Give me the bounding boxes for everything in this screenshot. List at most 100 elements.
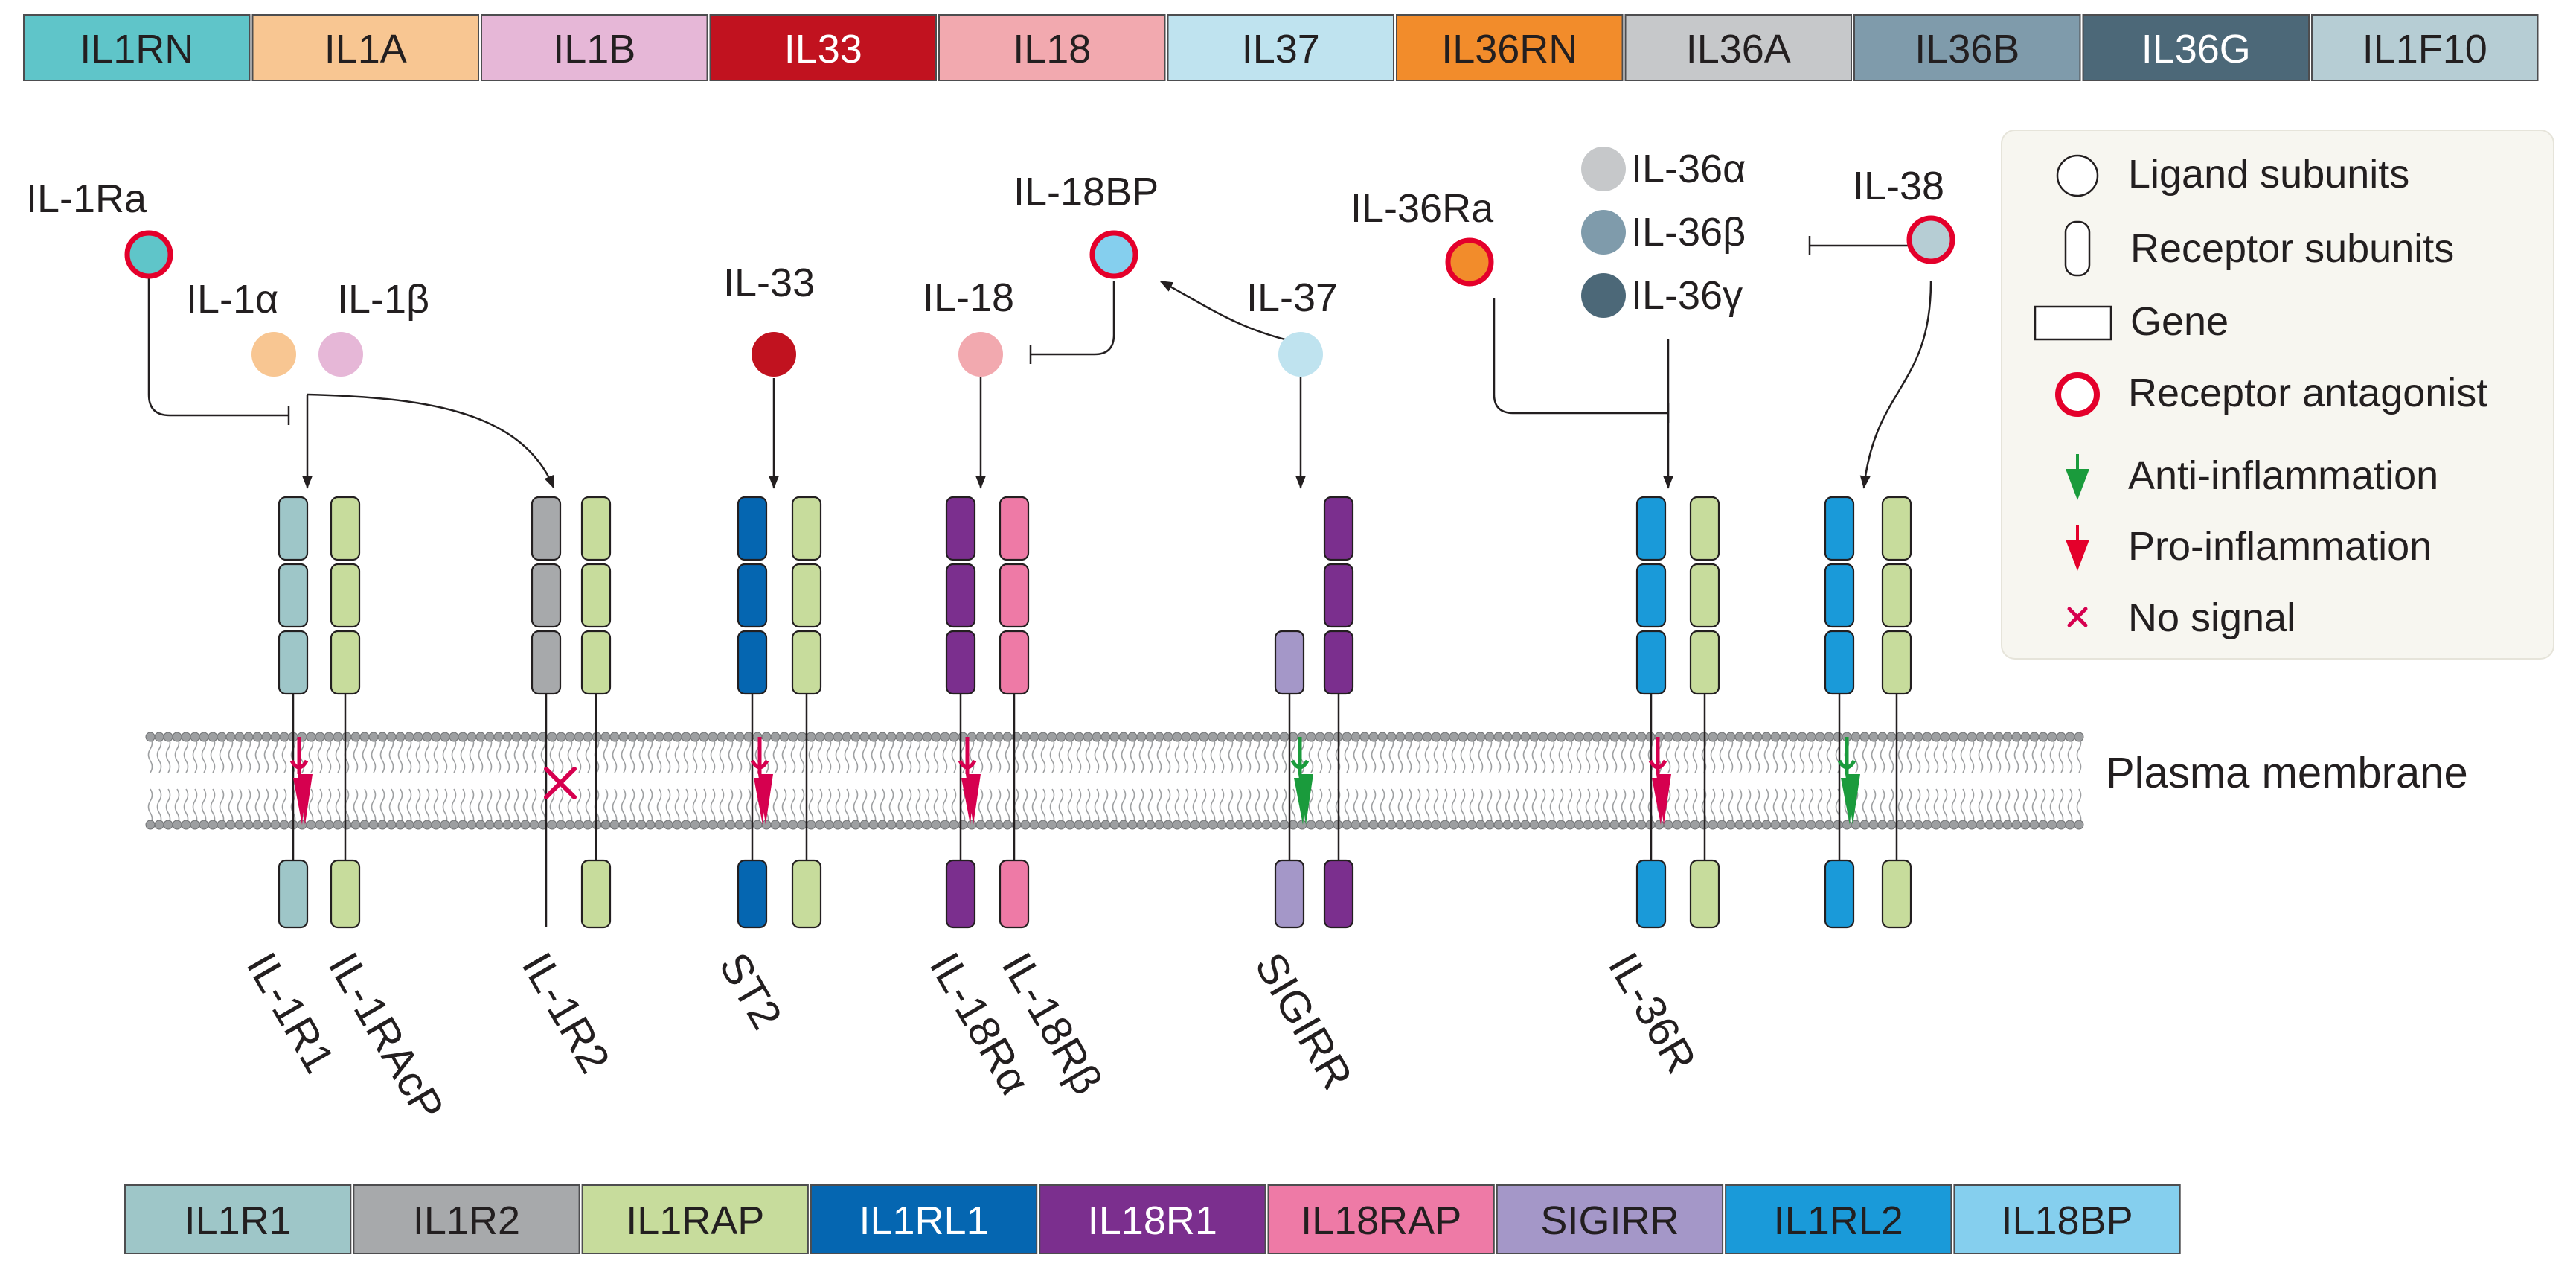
il33-ligand [752, 332, 796, 377]
sigirr-label: SIGIRR [1246, 945, 1362, 1098]
receptor-il1racp-b [580, 496, 612, 929]
sigirr-anti-arrow [1290, 737, 1313, 825]
membrane-signal-arrows [289, 737, 1860, 825]
legend-box [2001, 130, 2554, 660]
gene-label: IL36G [2141, 27, 2251, 71]
il1racp-label: IL-1RAcP [319, 945, 453, 1128]
il38-ligand [1906, 215, 1955, 264]
gene-box-il33: IL33 [709, 14, 937, 81]
gene-label: IL18R1 [1088, 1198, 1217, 1243]
gene-box-il1a: IL1A [251, 14, 479, 81]
gene-label: IL1R2 [413, 1198, 520, 1243]
gene-box-sigirr: SIGIRR [1496, 1184, 1724, 1254]
il1ra-ligand [124, 230, 173, 279]
gene-label: IL1B [553, 27, 635, 71]
il36g-label: IL-36γ [1631, 273, 1743, 318]
receptor-stalks [292, 694, 1898, 927]
legend-ligand-label: Ligand subunits [2128, 152, 2409, 197]
gene-box-il36rn: IL36RN [1396, 14, 1624, 81]
gene-label: IL1RL1 [859, 1198, 988, 1243]
gene-box-il18bp: IL18BP [1953, 1184, 2181, 1254]
il36r-pro-arrow [1648, 737, 1671, 825]
legend: Ligand subunits Receptor subunits Gene R… [2001, 130, 2554, 660]
gene-label: IL33 [784, 27, 862, 71]
gene-box-il1r1: IL1R1 [124, 1184, 352, 1254]
receptor-il18ra [945, 496, 976, 929]
gene-label: IL1RAP [626, 1198, 764, 1243]
gene-box-il1rl2: IL1RL2 [1725, 1184, 1952, 1254]
il36b-ligand [1581, 210, 1626, 255]
gene-box-il18: IL18 [938, 14, 1166, 81]
il18bp-ligand [1089, 230, 1138, 279]
gene-label: IL36RN [1441, 27, 1577, 71]
receptor-il1racp-a [330, 496, 361, 929]
il18-label: IL-18 [923, 275, 1014, 320]
receptor-il1racp-d [1689, 496, 1720, 929]
il1-to-il1r2-arrow [307, 393, 555, 489]
il1r1-pro-arrow [289, 737, 313, 825]
il37-ligand [1278, 332, 1323, 377]
gene-box-il18r1: IL18R1 [1039, 1184, 1266, 1254]
gene-box-il36b: IL36B [1853, 14, 2081, 81]
receptor-labels: IL-1R1 IL-1RAcP IL-1R2 ST2 IL-18Rα IL-18… [237, 945, 1705, 1128]
gene-box-il36g: IL36G [2082, 14, 2310, 81]
il36ra-ligand [1445, 237, 1494, 287]
il38-anti-arrow [1837, 737, 1860, 825]
gene-label: IL18 [1013, 27, 1091, 71]
st2-label: ST2 [710, 945, 791, 1038]
il1a-ligand [251, 332, 296, 377]
il1ra-label: IL-1Ra [26, 176, 147, 221]
gene-label: IL18RAP [1301, 1198, 1461, 1243]
ligands: IL-1Ra IL-1α IL-1β IL-33 IL-18 IL-18BP I… [26, 147, 1955, 377]
gene-label: IL36B [1915, 27, 2019, 71]
gene-box-il1rn: IL1RN [23, 14, 251, 81]
legend-ligand-icon [2056, 154, 2099, 197]
il36g-ligand [1581, 273, 1626, 318]
gene-label: IL1F10 [2362, 27, 2487, 71]
il36a-label: IL-36α [1631, 147, 1746, 191]
il36b-label: IL-36β [1631, 210, 1746, 255]
gene-box-il1r2: IL1R2 [353, 1184, 580, 1254]
il18bp-inhibit-line [1031, 281, 1115, 356]
il33-label: IL-33 [723, 261, 815, 305]
gene-box-il1rl1: IL1RL1 [810, 1184, 1038, 1254]
legend-nosignal-icon [2067, 607, 2088, 627]
gene-label: IL1R1 [185, 1198, 292, 1243]
il36ra-inhibit-line [1493, 298, 1668, 415]
receptor-il1racp-e [1881, 496, 1912, 929]
il18bp-label: IL-18BP [1013, 170, 1159, 214]
receptor-il1r1 [278, 496, 309, 929]
gene-box-il1rap: IL1RAP [581, 1184, 809, 1254]
receptor-il18rb [999, 496, 1030, 929]
receptor-st2 [737, 496, 768, 929]
legend-gene-icon [2034, 305, 2112, 341]
il18r-pro-arrow [958, 737, 981, 825]
gene-box-il1f10: IL1F10 [2311, 14, 2539, 81]
il1b-ligand [318, 332, 363, 377]
legend-gene-label: Gene [2130, 299, 2229, 344]
gene-label: IL37 [1242, 27, 1320, 71]
il1ra-inhibit-line [147, 277, 289, 417]
gene-box-il37: IL37 [1167, 14, 1394, 81]
plasma-membrane [145, 732, 2084, 830]
legend-antagonist-icon [2055, 372, 2100, 417]
il36a-ligand [1581, 147, 1626, 191]
gene-label: IL1A [324, 27, 407, 71]
gene-label: IL18BP [2001, 1198, 2133, 1243]
legend-anti-icon [2066, 454, 2089, 500]
legend-receptor-label: Receptor subunits [2130, 226, 2454, 271]
il37-label: IL-37 [1246, 275, 1338, 320]
il38-arrow [1859, 281, 1932, 489]
legend-nosignal-label: No signal [2128, 595, 2295, 640]
il1a-label: IL-1α [186, 277, 278, 322]
il1b-label: IL-1β [337, 277, 429, 322]
no-signal-cross [544, 767, 577, 799]
receptor-il36r-a [1635, 496, 1667, 929]
legend-anti-label: Anti-inflammation [2128, 453, 2438, 498]
il37-to-il18bp-arrow [1159, 280, 1292, 342]
il18-ligand [958, 332, 1003, 377]
il1r2-label: IL-1R2 [513, 945, 619, 1081]
gene-box-il18rap: IL18RAP [1267, 1184, 1495, 1254]
